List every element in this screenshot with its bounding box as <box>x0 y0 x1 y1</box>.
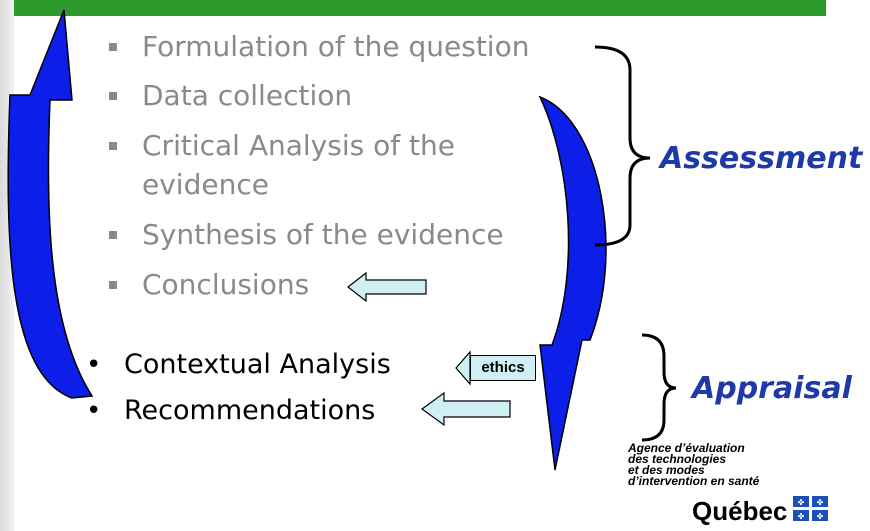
assessment-item-data-collection: Data collection <box>109 79 352 113</box>
assessment-item-formulation: Formulation of the question <box>109 30 529 64</box>
header-bar <box>0 0 826 16</box>
appraisal-label: Appraisal <box>692 371 852 406</box>
bullet-dot-icon: • <box>86 350 102 380</box>
assessment-item-critical-analysis: Critical Analysis of the <box>109 129 455 163</box>
bullet-square-icon <box>109 92 117 100</box>
agency-logo-text: Agence d’évaluation des technologies et … <box>628 441 868 488</box>
recommendations-pointer-arrow <box>420 391 511 427</box>
quebec-flag-icon: ✤ ✤ ✤ ✤ <box>793 496 828 521</box>
bullet-square-icon <box>109 281 117 289</box>
bullet-square-icon <box>109 43 117 51</box>
appraisal-item-recommendations: • Recommendations <box>86 395 376 426</box>
conclusions-pointer-arrow <box>347 271 427 303</box>
svg-text:✤: ✤ <box>798 498 805 507</box>
left-cycle-arrow <box>7 9 94 399</box>
assessment-label: Assessment <box>660 141 863 176</box>
assessment-item-conclusions: Conclusions <box>109 268 309 302</box>
assessment-item-critical-analysis-cont: evidence <box>142 168 269 201</box>
ethics-pointer-arrow <box>455 350 471 386</box>
agency-line: d’intervention en santé <box>628 474 760 488</box>
agency-line: Agence d’évaluation <box>628 441 745 455</box>
svg-text:✤: ✤ <box>798 512 805 521</box>
quebec-wordmark: Québec <box>692 496 788 526</box>
ethics-box: ethics <box>470 355 536 381</box>
svg-text:✤: ✤ <box>817 498 824 507</box>
appraisal-item-contextual-analysis: • Contextual Analysis <box>86 349 391 380</box>
assessment-item-synthesis: Synthesis of the evidence <box>109 218 504 252</box>
bullet-dot-icon: • <box>86 396 102 426</box>
right-cycle-arrow <box>538 95 607 471</box>
bullet-square-icon <box>109 231 117 239</box>
agency-line: et des modes <box>628 463 705 477</box>
bullet-square-icon <box>109 142 117 150</box>
agency-line: des technologies <box>628 452 727 466</box>
svg-text:✤: ✤ <box>817 512 824 521</box>
assessment-brace <box>594 45 651 247</box>
appraisal-brace <box>641 333 677 442</box>
